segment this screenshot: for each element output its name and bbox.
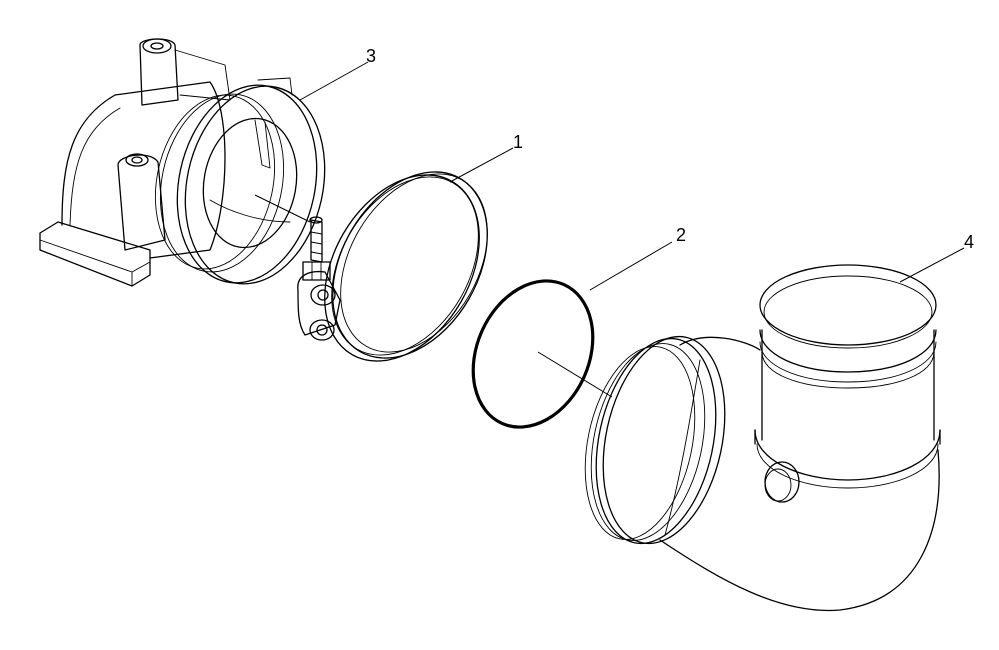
part-3-housing: [39, 38, 326, 287]
part-2-o-ring: [471, 279, 595, 429]
part-4-elbow: [584, 264, 941, 612]
callouts: 1 2 3 4: [366, 46, 974, 252]
callout-1: 1: [513, 132, 523, 152]
part-1-clamp: [297, 171, 488, 362]
callout-3: 3: [366, 46, 376, 66]
leader-lines: [254, 61, 965, 398]
callout-2: 2: [676, 225, 686, 245]
callout-4: 4: [964, 232, 974, 252]
